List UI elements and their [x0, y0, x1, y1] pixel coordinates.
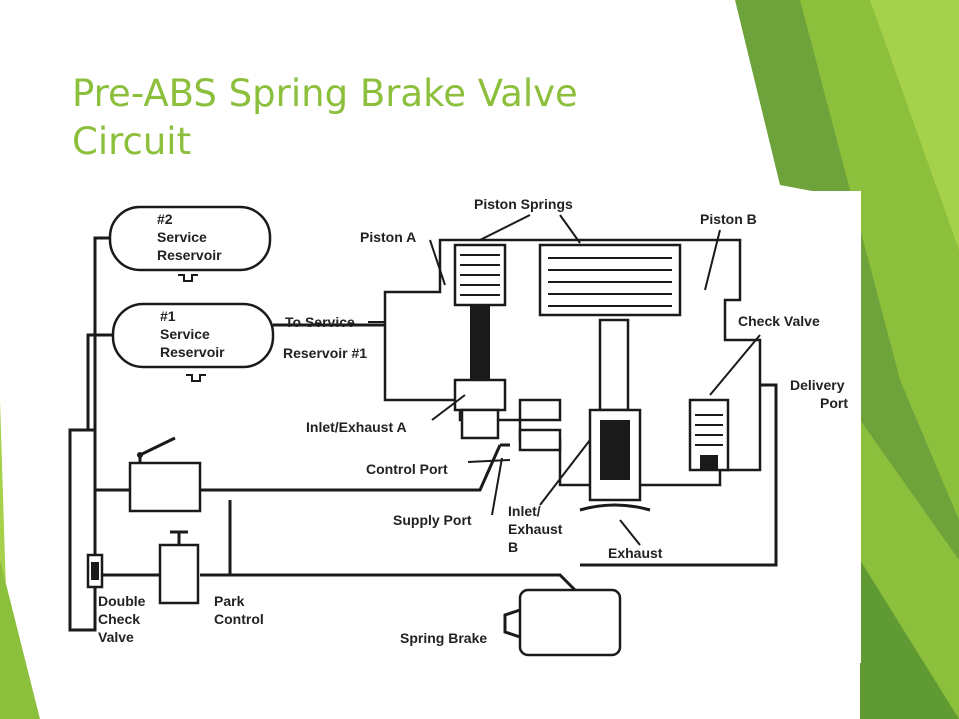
brake-valve-diagram: #2 Service Reservoir #1 Service Reservoi…	[56, 191, 861, 663]
label-control-port: Control Port	[366, 461, 448, 477]
label-inlet-exhaust-b-line-3: B	[508, 539, 518, 555]
label-park-control-line-2: Control	[214, 611, 264, 627]
control-valve-box	[128, 436, 202, 513]
label-to-service: To Service	[285, 314, 355, 330]
spring-brake-valve-body	[383, 238, 762, 512]
label-delivery-port-line-1: Delivery	[790, 377, 845, 393]
diagram-drawing: #2 Service Reservoir #1 Service Reservoi…	[68, 196, 848, 657]
park-control-valve	[158, 530, 200, 605]
label-double-check-valve-line-1: Double	[98, 593, 146, 609]
label-piston-a: Piston A	[360, 229, 416, 245]
title-line-1: Pre-ABS Spring Brake Valve	[72, 72, 578, 115]
reservoir2-line-3: Reservoir	[157, 247, 222, 263]
label-double-check-valve-line-3: Valve	[98, 629, 134, 645]
label-inlet-exhaust-b-line-1: Inlet/	[508, 503, 541, 519]
label-check-valve: Check Valve	[738, 313, 820, 329]
deco-left-strip-dark	[0, 560, 40, 719]
label-piston-b: Piston B	[700, 211, 757, 227]
reservoir2-line-1: #2	[157, 211, 173, 227]
service-reservoir-2: #2 Service Reservoir	[108, 205, 272, 282]
label-delivery-port-line-2: Port	[820, 395, 848, 411]
label-reservoir-no1: Reservoir #1	[283, 345, 367, 361]
label-exhaust: Exhaust	[608, 545, 663, 561]
service-reservoir-1: #1 Service Reservoir	[111, 302, 275, 382]
label-double-check-valve-line-2: Check	[98, 611, 140, 627]
reservoir1-line-3: Reservoir	[160, 344, 225, 360]
spring-brake-chamber	[503, 588, 622, 657]
label-inlet-exhaust-a: Inlet/Exhaust A	[306, 419, 407, 435]
double-check-valve	[86, 553, 104, 589]
label-piston-springs: Piston Springs	[474, 196, 573, 212]
label-park-control-line-1: Park	[214, 593, 245, 609]
reservoir1-line-1: #1	[160, 308, 176, 324]
title-line-2: Circuit	[72, 120, 192, 163]
leader-lines	[368, 214, 761, 546]
drain-valve-icon	[186, 374, 206, 382]
reservoir2-line-2: Service	[157, 229, 207, 245]
slide-title: Pre-ABS Spring Brake Valve Circuit	[72, 70, 712, 166]
air-lines	[68, 236, 778, 632]
deco-bottom-right-dark	[860, 560, 959, 719]
label-inlet-exhaust-b-line-2: Exhaust	[508, 521, 563, 537]
deco-bright-band	[870, 0, 959, 250]
label-spring-brake: Spring Brake	[400, 630, 487, 646]
drain-valve-icon	[178, 274, 198, 282]
reservoir1-line-2: Service	[160, 326, 210, 342]
label-supply-port: Supply Port	[393, 512, 472, 528]
